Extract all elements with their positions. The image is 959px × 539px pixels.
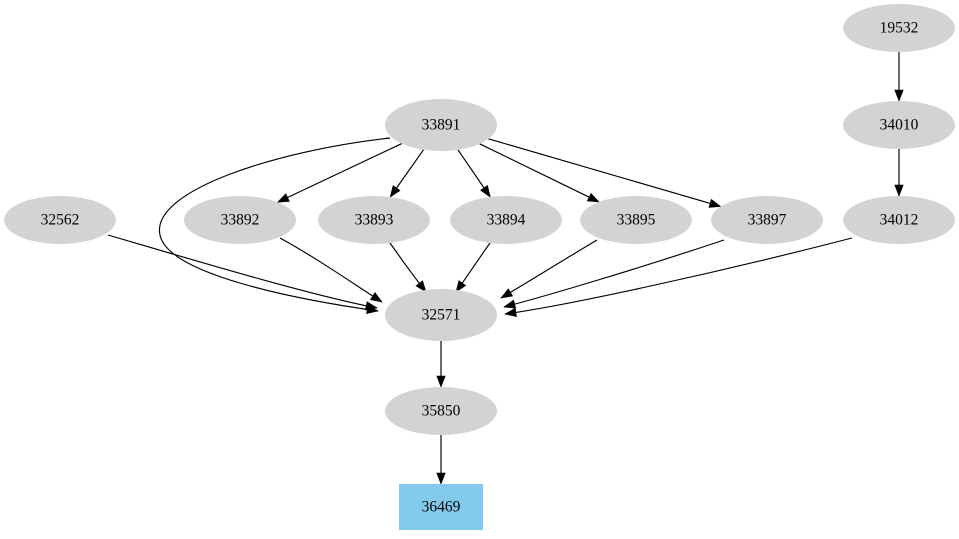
graph-edge-33895-to-32571[interactable]	[500, 239, 598, 299]
graph-edge-34012-to-32571[interactable]	[504, 237, 853, 317]
edge-arrowhead	[369, 292, 383, 303]
graph-edge-33891-to-33892[interactable]	[276, 143, 403, 203]
graph-edge-19532-to-34010[interactable]	[894, 52, 904, 102]
edge-arrowhead	[415, 280, 427, 293]
graph-node-36469[interactable]: 36469	[399, 484, 483, 530]
graph-node-34012[interactable]: 34012	[843, 196, 955, 244]
graph-node-35850[interactable]: 35850	[385, 387, 497, 435]
node-shape-ellipse-33892[interactable]	[184, 196, 296, 244]
graph-edge-32571-to-35850[interactable]	[436, 341, 446, 388]
graph-edge-33891-to-33897[interactable]	[488, 138, 722, 208]
graph-node-32571[interactable]: 32571	[385, 289, 497, 341]
graph-edge-33894-to-32571[interactable]	[455, 242, 491, 293]
graph-edge-33892-to-32571[interactable]	[279, 237, 383, 303]
node-shape-ellipse-33897[interactable]	[711, 196, 823, 244]
graph-edge-34010-to-34012[interactable]	[894, 149, 904, 197]
edge-arrowhead	[504, 307, 517, 317]
node-shape-ellipse-19532[interactable]	[843, 4, 955, 52]
node-shape-ellipse-35850[interactable]	[385, 387, 497, 435]
edge-arrowhead	[436, 472, 446, 485]
edge-arrowhead	[894, 184, 904, 197]
node-shape-ellipse-33894[interactable]	[450, 196, 562, 244]
graph-edge-32562-to-32571[interactable]	[107, 234, 378, 311]
edge-arrowhead	[503, 299, 517, 309]
edge-arrowhead	[480, 185, 491, 198]
nodes-layer: 19532 34010 34012 33891 32562 33892 33893 33894…	[4, 4, 955, 530]
node-shape-ellipse-33895[interactable]	[580, 196, 692, 244]
graph-edge-33891-to-33893[interactable]	[389, 149, 425, 198]
edge-arrowhead	[500, 288, 514, 299]
edge-arrowhead	[436, 375, 446, 388]
edges-layer	[107, 52, 904, 485]
node-shape-ellipse-32562[interactable]	[4, 196, 116, 244]
node-shape-rect-36469[interactable]	[399, 484, 483, 530]
graph-edge-33897-to-32571[interactable]	[503, 239, 725, 309]
edge-arrowhead	[586, 192, 600, 203]
node-shape-ellipse-34010[interactable]	[843, 101, 955, 149]
graph-edge-33891-to-33894[interactable]	[457, 149, 491, 198]
graph-node-33893[interactable]: 33893	[318, 196, 430, 244]
graph-node-33895[interactable]: 33895	[580, 196, 692, 244]
edge-arrowhead	[455, 280, 467, 293]
edge-arrowhead	[389, 185, 401, 198]
graph-edge-35850-to-36469[interactable]	[436, 435, 446, 485]
edge-arrowhead	[708, 198, 722, 208]
graph-node-33897[interactable]: 33897	[711, 196, 823, 244]
graph-node-34010[interactable]: 34010	[843, 101, 955, 149]
node-shape-ellipse-34012[interactable]	[843, 196, 955, 244]
edge-arrowhead	[365, 301, 378, 311]
node-shape-ellipse-32571[interactable]	[385, 289, 497, 341]
graph-node-32562[interactable]: 32562	[4, 196, 116, 244]
graph-node-33892[interactable]: 33892	[184, 196, 296, 244]
node-shape-ellipse-33893[interactable]	[318, 196, 430, 244]
graph-node-33891[interactable]: 33891	[385, 99, 497, 151]
edge-arrowhead	[894, 89, 904, 102]
graph-node-19532[interactable]: 19532	[843, 4, 955, 52]
graph-edge-33893-to-32571[interactable]	[389, 242, 427, 293]
edge-arrowhead	[276, 193, 290, 203]
graph-edge-33891-to-33895[interactable]	[479, 143, 600, 203]
graph-node-33894[interactable]: 33894	[450, 196, 562, 244]
node-shape-ellipse-33891[interactable]	[385, 99, 497, 151]
